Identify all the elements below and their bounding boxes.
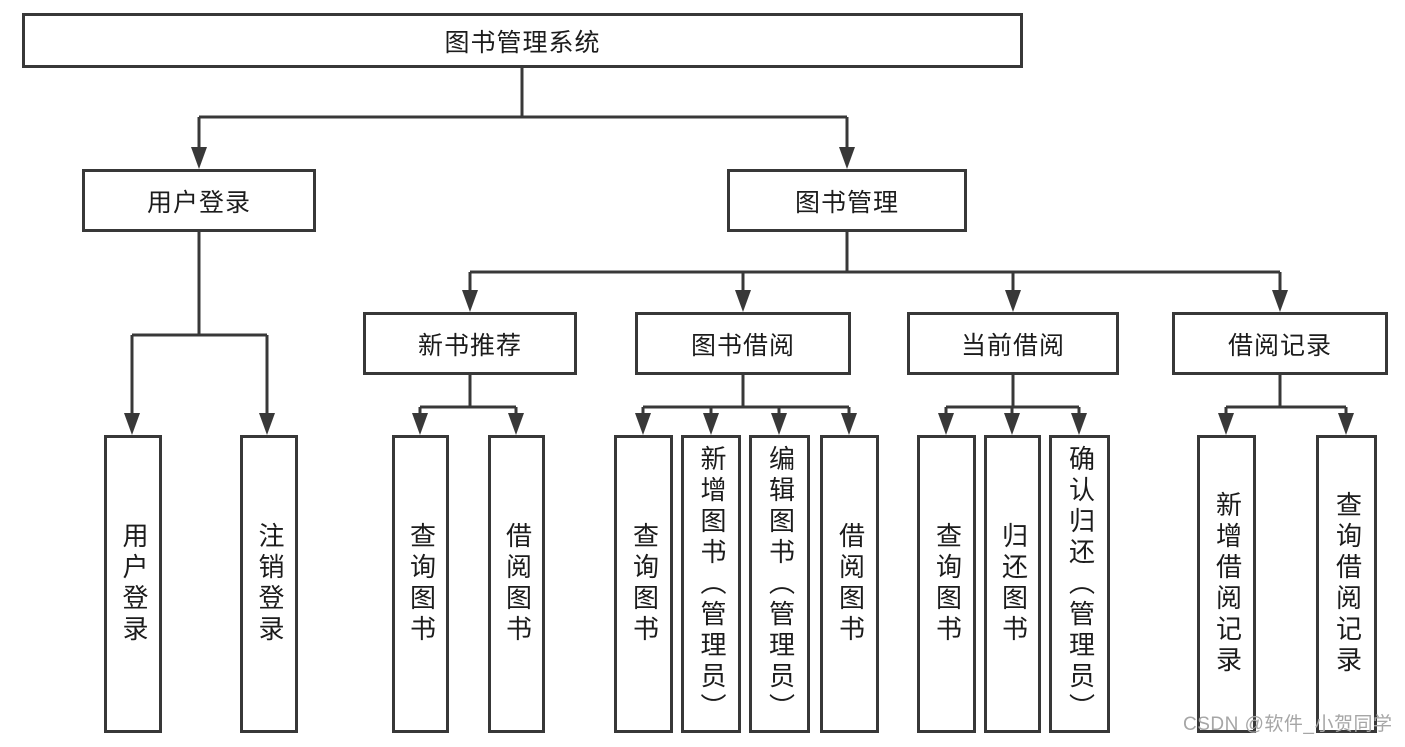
leaf-cb-query-books-label: 查询图书 (932, 522, 963, 646)
leaf-br-query-record: 查询借阅记录 (1316, 435, 1377, 733)
leaf-bb-add-books-admin-label: 新增图书（管理员） (696, 444, 727, 724)
node-current-borrowing-label: 当前借阅 (960, 331, 1065, 360)
connector-borrowing-records-to-leaves (1218, 375, 1354, 435)
node-new-book-recommend: 新书推荐 (363, 312, 577, 375)
leaf-logout: 注销登录 (240, 435, 298, 733)
connector-current-borrowing-to-leaves (938, 375, 1087, 435)
leaf-user-login-label: 用户登录 (118, 522, 149, 646)
node-book-borrowing-label: 图书借阅 (690, 331, 795, 360)
connector-user-login-to-leaves (124, 232, 275, 435)
leaf-br-query-record-label: 查询借阅记录 (1332, 491, 1363, 677)
leaf-bb-edit-books-admin-label: 编辑图书（管理员） (765, 444, 796, 724)
connector-book-management-to-level3 (462, 232, 1288, 312)
leaf-nb-query-books-label: 查询图书 (406, 522, 437, 646)
leaf-bb-add-books-admin: 新增图书（管理员） (681, 435, 741, 733)
leaf-cb-return-books: 归还图书 (984, 435, 1041, 733)
leaf-nb-query-books: 查询图书 (392, 435, 449, 733)
node-user-login-label: 用户登录 (146, 188, 251, 217)
leaf-bb-query-books: 查询图书 (614, 435, 673, 733)
leaf-bb-borrow-books: 借阅图书 (820, 435, 879, 733)
node-book-management: 图书管理 (727, 169, 967, 232)
leaf-bb-edit-books-admin: 编辑图书（管理员） (749, 435, 810, 733)
leaf-bb-borrow-books-label: 借阅图书 (835, 522, 866, 646)
node-user-login: 用户登录 (82, 169, 316, 232)
node-root-label: 图书管理系统 (444, 28, 601, 57)
node-borrowing-records: 借阅记录 (1172, 312, 1388, 375)
leaf-user-login: 用户登录 (104, 435, 162, 733)
leaf-br-add-record: 新增借阅记录 (1197, 435, 1256, 733)
connector-root-to-level2 (191, 68, 855, 169)
node-borrowing-records-label: 借阅记录 (1227, 331, 1332, 360)
node-book-management-label: 图书管理 (794, 188, 899, 217)
leaf-nb-borrow-books-label: 借阅图书 (502, 522, 533, 646)
connector-book-borrowing-to-leaves (635, 375, 857, 435)
leaf-cb-return-books-label: 归还图书 (998, 522, 1029, 646)
leaf-cb-confirm-return-admin-label: 确认归还（管理员） (1065, 444, 1096, 724)
node-new-book-recommend-label: 新书推荐 (417, 331, 522, 360)
csdn-watermark: CSDN @软件_小贺同学 (1183, 714, 1393, 735)
leaf-bb-query-books-label: 查询图书 (629, 522, 660, 646)
leaf-nb-borrow-books: 借阅图书 (488, 435, 545, 733)
leaf-cb-query-books: 查询图书 (917, 435, 976, 733)
leaf-br-add-record-label: 新增借阅记录 (1212, 491, 1243, 677)
leaf-cb-confirm-return-admin: 确认归还（管理员） (1049, 435, 1110, 733)
node-current-borrowing: 当前借阅 (907, 312, 1119, 375)
node-root: 图书管理系统 (22, 13, 1023, 68)
leaf-logout-label: 注销登录 (254, 522, 285, 646)
node-book-borrowing: 图书借阅 (635, 312, 851, 375)
connector-new-book-to-leaves (412, 375, 524, 435)
